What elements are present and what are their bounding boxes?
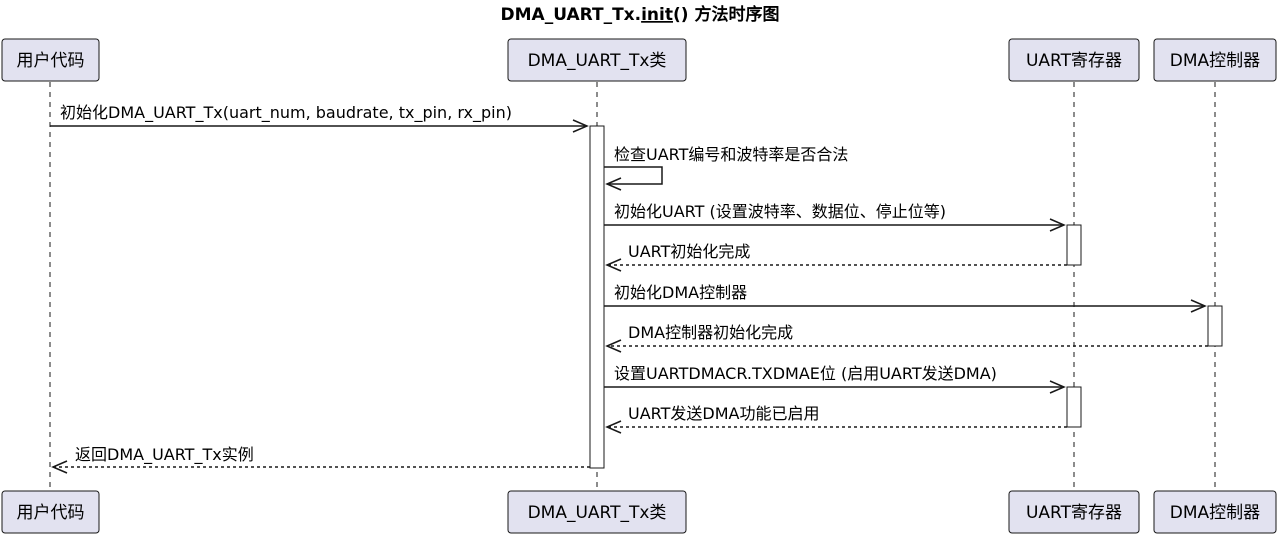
message-label: 初始化DMA控制器 bbox=[614, 283, 747, 302]
participant-uart-register-top: UART寄存器 bbox=[1008, 38, 1140, 82]
participant-dma-controller-top: DMA控制器 bbox=[1153, 38, 1277, 82]
participant-dma-uart-tx-top: DMA_UART_Tx类 bbox=[507, 38, 687, 82]
participant-user-top: 用户代码 bbox=[1, 38, 100, 82]
message-2-self: 检查UART编号和波特率是否合法 bbox=[604, 145, 848, 191]
message-label: 初始化UART (设置波特率、数据位、停止位等) bbox=[614, 202, 946, 221]
participant-label: 用户代码 bbox=[17, 503, 85, 523]
message-3: 初始化UART (设置波特率、数据位、停止位等) bbox=[604, 202, 1066, 232]
participant-dma-uart-tx-bottom: DMA_UART_Tx类 bbox=[507, 490, 687, 534]
message-label: 检查UART编号和波特率是否合法 bbox=[614, 145, 848, 164]
message-label: UART初始化完成 bbox=[628, 242, 750, 261]
message-7: 设置UARTDMACR.TXDMAE位 (启用UART发送DMA) bbox=[604, 364, 1066, 394]
message-label: 返回DMA_UART_Tx实例 bbox=[75, 445, 254, 465]
participant-label: DMA控制器 bbox=[1170, 503, 1260, 523]
message-8-return: UART发送DMA功能已启用 bbox=[605, 404, 1067, 434]
participant-label: UART寄存器 bbox=[1026, 51, 1122, 71]
message-6-return: DMA控制器初始化完成 bbox=[605, 323, 1208, 353]
message-9-return: 返回DMA_UART_Tx实例 bbox=[51, 445, 590, 474]
diagram-title: DMA_UART_Tx.init() 方法时序图 bbox=[501, 4, 780, 25]
activation-dma-controller bbox=[1207, 305, 1223, 347]
message-label: UART发送DMA功能已启用 bbox=[628, 404, 819, 423]
activation-uart-register-2 bbox=[1066, 386, 1082, 428]
message-label: DMA控制器初始化完成 bbox=[628, 323, 793, 342]
message-4-return: UART初始化完成 bbox=[605, 242, 1067, 272]
activation-uart-register-1 bbox=[1066, 224, 1082, 266]
title-method-name: init bbox=[641, 5, 673, 25]
activation-dma-uart-tx bbox=[589, 125, 605, 469]
participant-user-bottom: 用户代码 bbox=[1, 490, 100, 534]
message-label: 设置UARTDMACR.TXDMAE位 (启用UART发送DMA) bbox=[614, 364, 997, 383]
participant-uart-register-bottom: UART寄存器 bbox=[1008, 490, 1140, 534]
participant-dma-controller-bottom: DMA控制器 bbox=[1153, 490, 1277, 534]
participant-label: DMA_UART_Tx类 bbox=[528, 51, 667, 71]
participant-label: 用户代码 bbox=[17, 51, 85, 71]
participant-label: DMA_UART_Tx类 bbox=[528, 503, 667, 523]
message-label: 初始化DMA_UART_Tx(uart_num, baudrate, tx_pi… bbox=[60, 103, 512, 123]
message-5: 初始化DMA控制器 bbox=[604, 283, 1207, 313]
participant-label: DMA控制器 bbox=[1170, 51, 1260, 71]
message-1: 初始化DMA_UART_Tx(uart_num, baudrate, tx_pi… bbox=[50, 103, 589, 133]
participant-label: UART寄存器 bbox=[1026, 503, 1122, 523]
